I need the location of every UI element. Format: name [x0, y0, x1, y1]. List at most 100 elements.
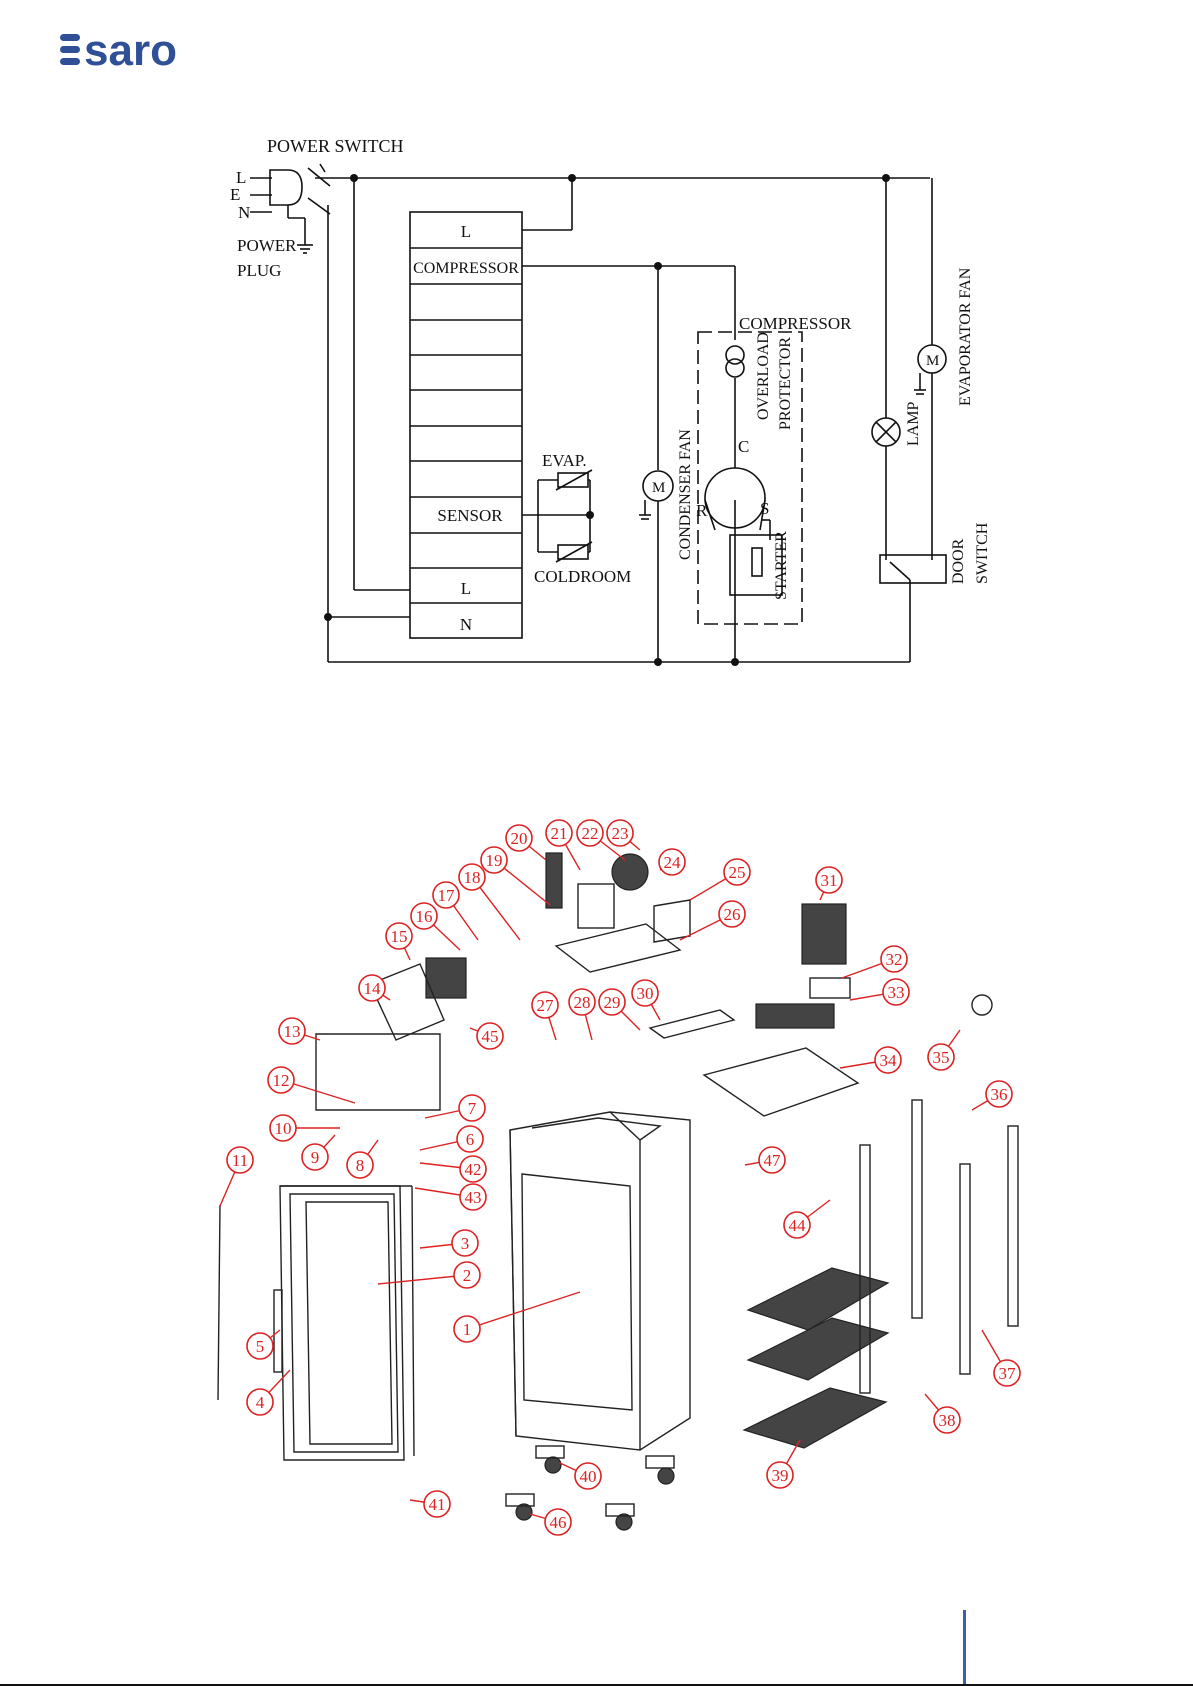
- callout-number-31: 31: [821, 871, 838, 890]
- part-callout-38: 38: [925, 1394, 960, 1433]
- callout-number-46: 46: [550, 1513, 567, 1532]
- door-switch-label-1: DOOR: [950, 538, 967, 584]
- part-callout-24: 24: [659, 849, 685, 875]
- callout-number-34: 34: [880, 1051, 898, 1070]
- callout-number-38: 38: [939, 1411, 956, 1430]
- part-callout-20: 20: [506, 825, 546, 860]
- part-callout-12: 12: [268, 1067, 355, 1103]
- terminal-compressor: COMPRESSOR: [413, 260, 519, 277]
- part-callout-28: 28: [569, 989, 595, 1040]
- protector-label: PROTECTOR: [777, 337, 794, 430]
- callout-number-15: 15: [391, 927, 408, 946]
- callout-number-18: 18: [464, 868, 481, 887]
- callout-number-1: 1: [463, 1320, 472, 1339]
- callout-number-7: 7: [468, 1099, 477, 1118]
- plug-line-n: N: [238, 203, 250, 222]
- part-callout-14: 14: [359, 975, 390, 1001]
- callout-number-28: 28: [574, 993, 591, 1012]
- part-callout-41: 41: [410, 1491, 450, 1517]
- callout-number-13: 13: [284, 1022, 301, 1041]
- power-plug-label-2: PLUG: [237, 261, 281, 280]
- callout-number-44: 44: [789, 1216, 807, 1235]
- wire-shelves: [744, 1268, 888, 1448]
- part-callout-45: 45: [470, 1023, 503, 1049]
- evaporator-fan-motor: M: [926, 353, 939, 369]
- callout-number-4: 4: [256, 1393, 265, 1412]
- callout-number-8: 8: [356, 1156, 365, 1175]
- part-callout-10: 10: [270, 1115, 340, 1141]
- callout-number-36: 36: [991, 1085, 1008, 1104]
- wiring-diagram: POWER SWITCH L E N POWER PLUG L COMPRESS…: [0, 0, 1193, 700]
- part-callout-37: 37: [982, 1330, 1020, 1386]
- callout-number-27: 27: [537, 996, 555, 1015]
- callout-number-2: 2: [463, 1266, 472, 1285]
- footer-accent-bar: [963, 1610, 966, 1684]
- callout-number-19: 19: [486, 851, 503, 870]
- power-switch-label: POWER SWITCH: [267, 136, 404, 156]
- part-callout-1: 1: [454, 1292, 580, 1342]
- evaporator-fan-label: EVAPORATOR FAN: [957, 267, 974, 406]
- part-callout-35: 35: [928, 1030, 960, 1070]
- part-callout-5: 5: [247, 1330, 280, 1359]
- callout-number-40: 40: [580, 1467, 597, 1486]
- compressor-pin-s: S: [760, 499, 769, 518]
- callout-number-5: 5: [256, 1337, 265, 1356]
- callout-number-45: 45: [482, 1027, 499, 1046]
- callout-number-11: 11: [232, 1151, 248, 1170]
- part-callout-25: 25: [690, 859, 750, 900]
- part-callout-32: 32: [842, 946, 907, 978]
- callout-number-37: 37: [999, 1364, 1017, 1383]
- callout-number-12: 12: [273, 1071, 290, 1090]
- part-callout-43: 43: [415, 1184, 486, 1210]
- callout-number-20: 20: [511, 829, 528, 848]
- part-callout-13: 13: [279, 1018, 320, 1044]
- part-callout-23: 23: [607, 820, 640, 850]
- part-callout-2: 2: [378, 1262, 480, 1288]
- part-callout-3: 3: [420, 1230, 478, 1256]
- overload-label: OVERLOAD: [755, 332, 772, 420]
- part-callout-27: 27: [532, 992, 558, 1040]
- callout-number-17: 17: [438, 886, 456, 905]
- callout-number-25: 25: [729, 863, 746, 882]
- cabinet-body: [510, 1112, 690, 1450]
- terminal-l-top: L: [461, 222, 471, 241]
- callout-number-6: 6: [466, 1130, 475, 1149]
- part-callout-9: 9: [302, 1135, 335, 1170]
- compressor-pin-r: R: [696, 501, 708, 520]
- part-callout-15: 15: [386, 923, 412, 960]
- callout-number-43: 43: [465, 1188, 482, 1207]
- part-callout-40: 40: [560, 1463, 601, 1489]
- lamp-label: LAMP: [905, 401, 922, 446]
- callout-number-30: 30: [637, 984, 654, 1003]
- base-panel: [704, 1048, 858, 1116]
- callout-number-32: 32: [886, 950, 903, 969]
- part-callout-6: 6: [420, 1126, 483, 1152]
- plug-line-e: E: [230, 185, 240, 204]
- part-callout-30: 30: [632, 980, 660, 1020]
- callout-number-14: 14: [364, 979, 382, 998]
- terminal-l-bottom: L: [461, 579, 471, 598]
- callout-number-16: 16: [416, 907, 433, 926]
- callout-number-39: 39: [772, 1466, 789, 1485]
- part-callout-16: 16: [411, 903, 460, 950]
- callout-number-10: 10: [275, 1119, 292, 1138]
- callout-number-26: 26: [724, 905, 741, 924]
- part-callout-39: 39: [767, 1440, 800, 1488]
- part-callout-34: 34: [840, 1047, 901, 1073]
- starter-label: STARTER: [773, 531, 790, 600]
- callout-number-3: 3: [461, 1234, 470, 1253]
- callout-number-41: 41: [429, 1495, 446, 1514]
- part-callout-44: 44: [784, 1200, 830, 1238]
- terminal-n: N: [460, 615, 472, 634]
- part-callout-33: 33: [850, 979, 909, 1005]
- callout-number-21: 21: [551, 824, 568, 843]
- callout-number-47: 47: [764, 1151, 782, 1170]
- part-callout-18: 18: [459, 864, 520, 940]
- power-plug-label-1: POWER: [237, 236, 297, 255]
- coldroom-sensor-label: COLDROOM: [534, 567, 631, 586]
- part-callout-11: 11: [220, 1147, 253, 1206]
- evap-sensor-label: EVAP.: [542, 451, 587, 470]
- callout-number-42: 42: [465, 1160, 482, 1179]
- callout-number-23: 23: [612, 824, 629, 843]
